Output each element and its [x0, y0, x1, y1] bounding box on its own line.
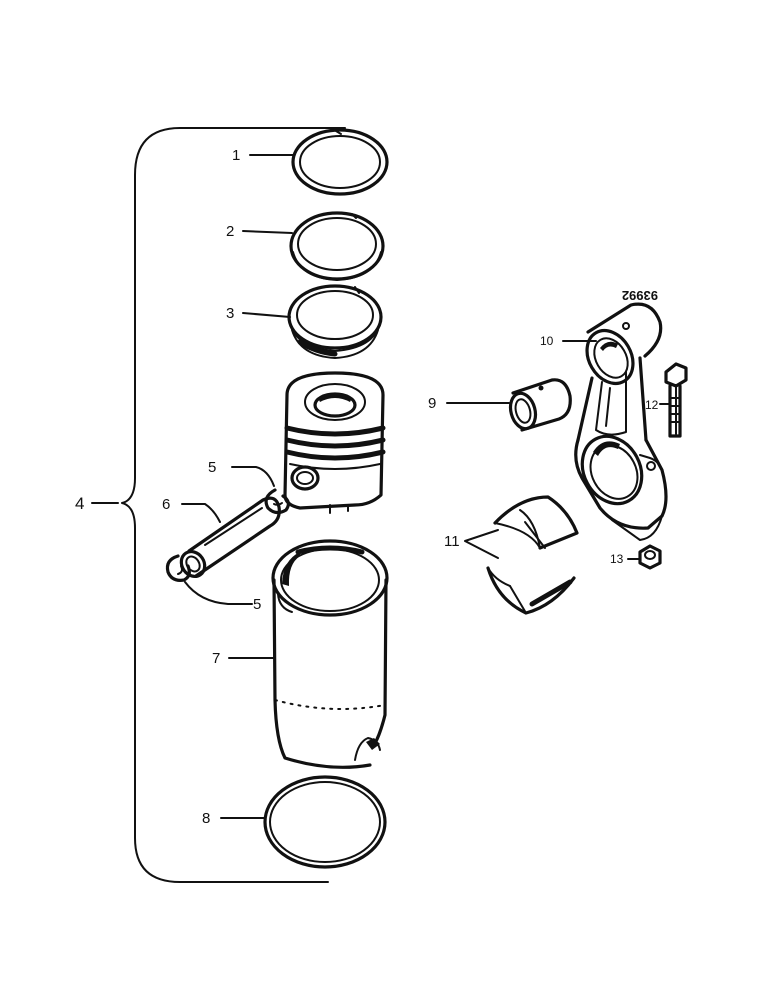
label-2: 2 — [226, 223, 234, 240]
label-5-lower: 5 — [253, 596, 261, 613]
label-8: 8 — [202, 810, 210, 827]
label-9: 9 — [428, 395, 436, 412]
leader-2 — [242, 230, 293, 234]
label-5-upper: 5 — [208, 459, 216, 476]
connecting-rod — [574, 302, 668, 541]
rod-nut — [638, 544, 662, 570]
leader-11 — [464, 529, 499, 559]
rod-bolt — [664, 362, 688, 438]
piston-ring-1 — [291, 128, 389, 196]
label-4: 4 — [75, 494, 84, 513]
cylinder-liner — [271, 539, 389, 769]
circlip-lower — [165, 554, 191, 582]
seal-ring — [263, 775, 387, 869]
bearing-shells — [486, 495, 579, 615]
label-10: 10 — [540, 334, 554, 348]
assembly-bracket-lower — [134, 617, 329, 883]
drawing-number: 93992 — [622, 288, 658, 303]
leader-5-upper — [231, 466, 275, 487]
piston — [283, 371, 386, 514]
leader-3 — [242, 312, 291, 318]
label-13: 13 — [610, 552, 624, 566]
label-6: 6 — [162, 496, 170, 513]
assembly-bracket — [121, 127, 346, 619]
piston-ring-3 — [287, 284, 383, 359]
label-11: 11 — [444, 533, 460, 550]
label-1: 1 — [232, 147, 240, 164]
piston-pin — [179, 496, 281, 579]
bushing — [508, 378, 572, 432]
label-3: 3 — [226, 305, 234, 322]
leader-6 — [181, 503, 221, 523]
leader-5-lower — [184, 581, 253, 605]
label-7: 7 — [212, 650, 220, 667]
piston-ring-2 — [289, 211, 385, 281]
label-12: 12 — [645, 398, 659, 412]
